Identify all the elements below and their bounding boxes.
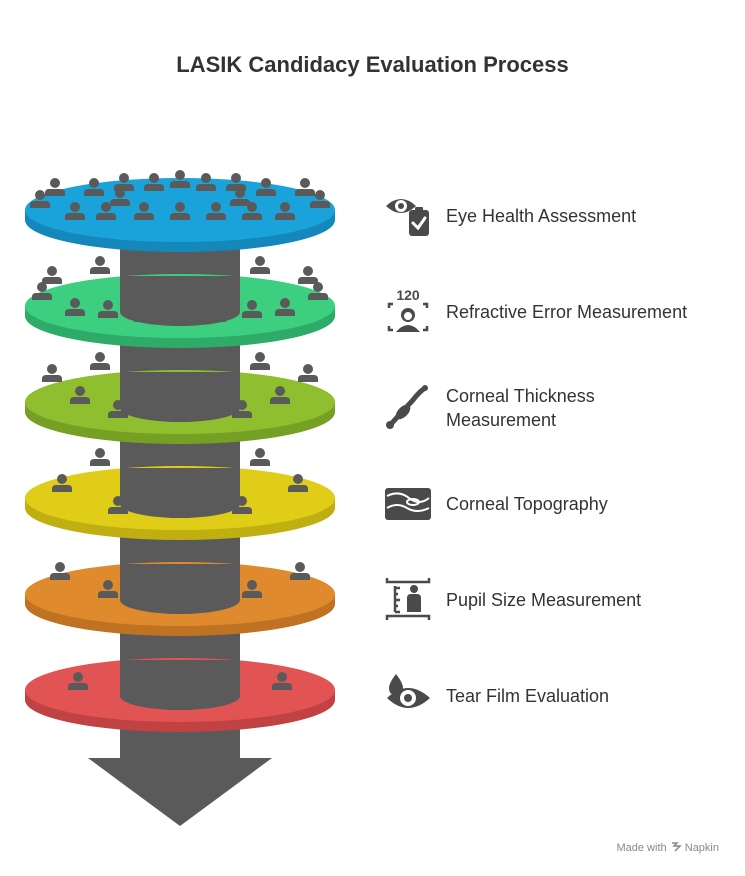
person-icon <box>298 364 318 382</box>
stage-disc <box>25 170 335 252</box>
person-icon <box>290 562 310 580</box>
stage-label-eye-health: Eye Health Assessment <box>446 206 637 226</box>
person-icon <box>134 202 154 220</box>
person-icon <box>68 672 88 690</box>
topography-map-icon <box>385 488 431 520</box>
person-icon <box>170 306 190 324</box>
stage-label-refractive-error: Refractive Error Measurement <box>446 302 688 322</box>
person-icon <box>90 256 110 274</box>
stage-disc <box>25 256 335 348</box>
person-icon <box>295 178 315 196</box>
person-icon <box>232 496 252 514</box>
person-icon <box>308 282 328 300</box>
person-icon <box>96 202 116 220</box>
person-icon <box>30 190 50 208</box>
person-icon <box>134 304 154 322</box>
arrow-head <box>88 758 272 826</box>
stage-disc <box>25 352 335 444</box>
person-icon <box>98 580 118 598</box>
person-icon <box>206 304 226 322</box>
person-icon <box>170 202 190 220</box>
stage-label-corneal-thickness: Corneal Thickness Measurement <box>446 386 595 430</box>
person-icon <box>242 300 262 318</box>
napkin-logo-icon <box>671 842 682 852</box>
person-icon <box>90 448 110 466</box>
person-icon <box>196 173 216 191</box>
person-icon <box>42 364 62 382</box>
stage-label-corneal-topography: Corneal Topography <box>446 494 608 514</box>
person-icon <box>70 386 90 404</box>
person-icon <box>50 562 70 580</box>
person-icon <box>170 404 190 422</box>
made-with-text: Made with <box>616 842 667 854</box>
person-icon <box>65 202 85 220</box>
person-icon <box>230 188 250 206</box>
napkin-brand-text: Napkin <box>684 842 719 854</box>
person-icon <box>310 190 330 208</box>
person-icon <box>108 400 128 418</box>
stage-disc <box>25 658 335 732</box>
person-icon <box>256 178 276 196</box>
person-icon <box>242 580 262 598</box>
person-icon <box>275 202 295 220</box>
person-icon <box>170 596 190 614</box>
person-icon <box>32 282 52 300</box>
pachymeter-probe-icon <box>386 385 428 429</box>
person-icon <box>45 178 65 196</box>
person-icon <box>298 266 318 284</box>
person-icon <box>90 352 110 370</box>
vision-test-icon: 120 <box>387 287 429 332</box>
person-icon <box>272 672 292 690</box>
person-icon <box>210 382 230 400</box>
vision-test-number: 120 <box>396 287 420 303</box>
person-icon <box>288 474 308 492</box>
stage-disc <box>25 562 335 636</box>
person-icon <box>170 500 190 518</box>
person-icon <box>108 496 128 514</box>
watermark: Made with Napkin <box>616 840 719 854</box>
pupil-ruler-icon <box>385 578 431 620</box>
person-icon <box>84 178 104 196</box>
person-icon <box>170 170 190 188</box>
stage-disc <box>25 448 335 540</box>
person-icon <box>98 300 118 318</box>
person-icon <box>275 298 295 316</box>
person-icon <box>250 448 270 466</box>
stage-label-tear-film: Tear Film Evaluation <box>446 686 610 706</box>
person-icon <box>250 352 270 370</box>
eye-checklist-icon <box>386 199 429 236</box>
person-icon <box>270 386 290 404</box>
person-icon <box>52 474 72 492</box>
person-icon <box>42 266 62 284</box>
person-icon <box>144 173 164 191</box>
stage-label-pupil-size: Pupil Size Measurement <box>446 590 642 610</box>
person-icon <box>130 382 150 400</box>
tear-drop-eye-icon <box>387 674 430 708</box>
person-icon <box>65 298 85 316</box>
person-icon <box>170 692 190 710</box>
person-icon <box>206 202 226 220</box>
person-icon <box>110 188 130 206</box>
page-title: LASIK Candidacy Evaluation Process <box>176 52 569 77</box>
person-icon <box>232 400 252 418</box>
person-icon <box>250 256 270 274</box>
